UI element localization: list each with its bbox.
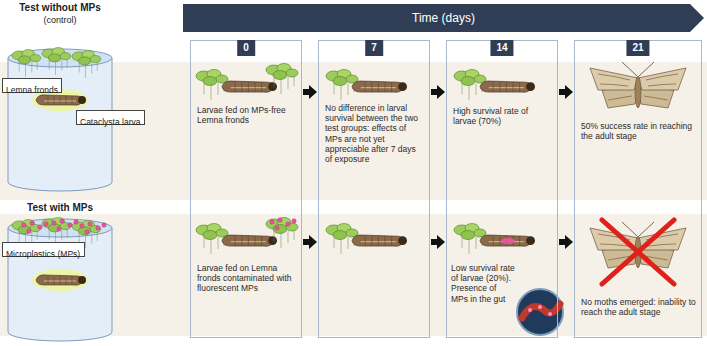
day-number: 14 xyxy=(490,40,513,56)
day-panel: 7 No difference in larval survival betwee… xyxy=(318,40,430,338)
absent-moth xyxy=(590,220,686,284)
panel-text: 50% success rate in reaching the adult s… xyxy=(581,121,697,141)
group-label: (control) xyxy=(0,15,120,26)
panel-text: Larvae fed on MPs-free Lemna fronds xyxy=(197,105,297,125)
day-panel: 14High survival rate of larvae (70%) Low … xyxy=(446,40,558,338)
day14-larvae xyxy=(454,70,535,255)
day-number: 0 xyxy=(237,40,255,56)
callout-text: Cataclysta larva xyxy=(77,116,143,128)
callout-text: Microplastics (MPs) xyxy=(3,248,83,260)
panel-text: Low survival rate of larvae (20%). Prese… xyxy=(451,263,515,304)
day0-mp xyxy=(196,218,298,255)
arrow-shape-fill xyxy=(183,4,704,32)
panel-text: No moths emerged: inability to reach the… xyxy=(581,297,697,317)
flow-arrow xyxy=(559,85,573,99)
flow-arrow xyxy=(559,235,573,249)
group-label: Test with MPs xyxy=(0,202,120,214)
day0-control xyxy=(196,64,298,101)
flow-arrow xyxy=(303,235,317,249)
flow-arrow xyxy=(431,235,445,249)
day-number: 7 xyxy=(365,40,383,56)
gut-magnifier xyxy=(517,289,563,335)
flow-arrow xyxy=(303,85,317,99)
day-panel: 0Larvae fed on MPs-free Lemna frondsLarv… xyxy=(190,40,302,338)
panel-text: High survival rate of larvae (70%) xyxy=(453,106,553,126)
axis-title: Time (days) xyxy=(183,4,704,32)
callout-box: Lemna fronds xyxy=(2,78,62,93)
panel-text: No difference in larval survival between… xyxy=(325,103,425,164)
callout-box: Cataclysta larva xyxy=(76,110,145,125)
callout-text: Lemna fronds xyxy=(3,84,61,96)
group-label: Test without MPs xyxy=(0,2,120,14)
panel-text: Larvae fed on Lemna fronds contaminated … xyxy=(197,263,297,294)
day-number: 21 xyxy=(626,40,649,56)
callout-box: Microplastics (MPs) xyxy=(2,242,85,257)
flow-arrow xyxy=(431,85,445,99)
time-arrow: Time (days) xyxy=(183,4,704,32)
mp-beaker xyxy=(8,218,112,341)
adult-moth xyxy=(590,62,686,108)
day-panel: 21 50% success rate in reaching the adult… xyxy=(574,40,702,338)
